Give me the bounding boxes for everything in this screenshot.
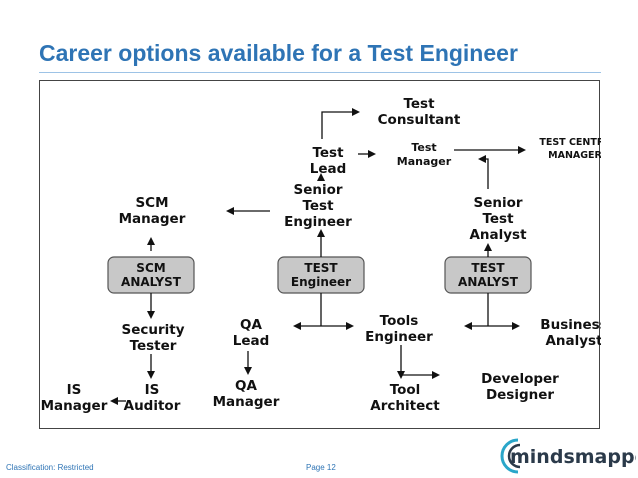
node-scm-manager: SCM Manager (119, 195, 186, 227)
node-is-auditor-line1: IS (145, 382, 160, 398)
node-tools-engineer-line2: Engineer (365, 329, 433, 345)
node-senior-test-analyst-line2: Test (482, 211, 514, 227)
node-security-tester: Security Tester (121, 322, 184, 354)
node-senior-test-engineer-line2: Test (302, 198, 334, 214)
node-test-centre-manager: TEST CENTRE MANAGER (539, 137, 601, 161)
node-business-analyst-line1: Business (540, 317, 601, 333)
node-is-auditor: IS Auditor (124, 382, 181, 414)
classification-label: Classification: Restricted (6, 463, 94, 472)
arrow-lead-to-consultant (321, 108, 360, 139)
node-tool-architect-line2: Architect (370, 398, 440, 414)
node-security-tester-line2: Tester (130, 338, 177, 354)
diagram-frame: SCM ANALYST TEST Engineer TEST ANALYST T… (39, 80, 601, 429)
node-tool-architect-line1: Tool (390, 382, 421, 398)
node-scm-manager-line1: SCM (135, 195, 168, 211)
node-is-manager-line1: IS (67, 382, 82, 398)
logo-text: mindsmapped (510, 446, 636, 468)
node-is-manager: IS Manager (41, 382, 108, 414)
box-scm-analyst-line2: ANALYST (121, 275, 182, 289)
node-qa-manager-line2: Manager (213, 394, 280, 410)
node-qa-lead-line2: Lead (233, 333, 270, 349)
node-developer-designer-line1: Developer (481, 371, 559, 387)
career-diagram: SCM ANALYST TEST Engineer TEST ANALYST T… (41, 96, 601, 414)
slide-title: Career options available for a Test Engi… (39, 40, 518, 66)
node-senior-test-analyst-line1: Senior (473, 195, 522, 211)
node-senior-test-engineer-line1: Senior (293, 182, 342, 198)
node-tool-architect: Tool Architect (370, 382, 440, 414)
node-qa-manager: QA Manager (213, 378, 280, 410)
node-is-manager-line2: Manager (41, 398, 108, 414)
box-scm-analyst: SCM ANALYST (107, 256, 195, 294)
title-divider (39, 72, 601, 73)
node-test-centre-manager-line1: TEST CENTRE (539, 137, 601, 148)
node-is-auditor-line2: Auditor (124, 398, 181, 414)
node-developer-designer-line2: Designer (486, 387, 554, 403)
node-test-consultant: Test Consultant (378, 96, 461, 128)
box-test-analyst-line2: ANALYST (458, 275, 519, 289)
arrow-sta-to-manager (478, 155, 489, 189)
connectors (110, 108, 526, 405)
node-test-lead-line2: Lead (310, 161, 347, 177)
node-tools-engineer: Tools Engineer (365, 313, 433, 345)
node-test-consultant-line1: Test (403, 96, 435, 112)
node-test-lead-line1: Test (312, 145, 344, 161)
node-business-analyst-line2: Analyst (545, 333, 601, 349)
node-test-lead: Test Lead (310, 145, 347, 177)
page-number: Page 12 (306, 463, 336, 472)
node-senior-test-analyst-line3: Analyst (469, 227, 527, 243)
node-qa-manager-line1: QA (235, 378, 257, 394)
mindsmapped-logo: mindsmapped (500, 438, 636, 474)
node-scm-manager-line2: Manager (119, 211, 186, 227)
node-tools-engineer-line1: Tools (380, 313, 419, 329)
node-test-manager-line1: Test (411, 141, 436, 154)
box-test-engineer-line1: TEST (304, 261, 338, 275)
node-qa-lead: QA Lead (233, 317, 270, 349)
node-test-consultant-line2: Consultant (378, 112, 461, 128)
node-senior-test-engineer-line3: Engineer (284, 214, 352, 230)
node-developer-designer: Developer Designer (481, 371, 559, 403)
box-test-analyst-line1: TEST (471, 261, 505, 275)
node-test-manager-line2: Manager (397, 155, 452, 168)
node-business-analyst: Business Analyst (540, 317, 601, 349)
box-scm-analyst-line1: SCM (136, 261, 165, 275)
box-test-analyst: TEST ANALYST (444, 256, 532, 294)
node-test-centre-manager-line2: MANAGER (548, 150, 601, 161)
box-test-engineer-line2: Engineer (291, 275, 351, 289)
node-test-manager: Test Manager (397, 141, 452, 168)
node-senior-test-engineer: Senior Test Engineer (284, 182, 352, 230)
node-security-tester-line1: Security (121, 322, 184, 338)
node-senior-test-analyst: Senior Test Analyst (469, 195, 527, 243)
node-qa-lead-line1: QA (240, 317, 262, 333)
box-test-engineer: TEST Engineer (277, 256, 365, 294)
